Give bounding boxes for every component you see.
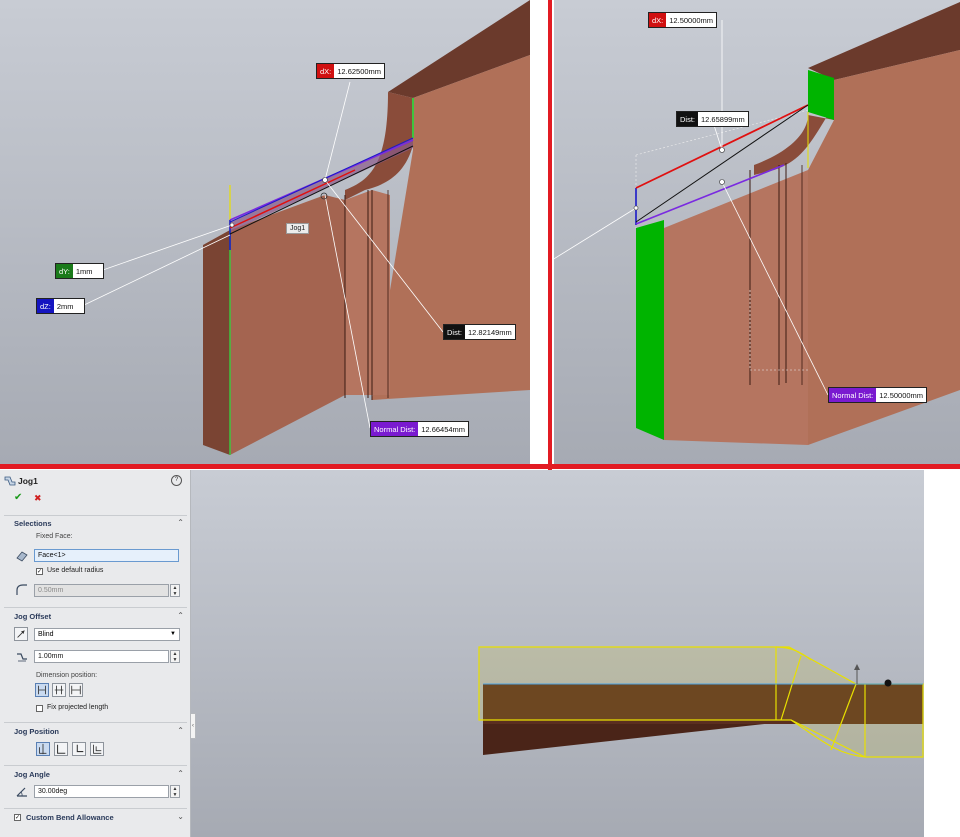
dim-dist-right-tag: Dist: [677,112,698,126]
dim-dy-value: 1mm [75,267,93,276]
offset-distance-spinner[interactable]: ▲▼ [170,650,180,663]
face-select-icon [16,551,28,562]
use-default-radius-checkbox[interactable]: ✓ [36,568,43,575]
part-view-left [0,0,530,465]
feature-tooltip: Jog1 [286,223,310,234]
section-jog-offset[interactable]: Jog Offset [14,612,52,621]
dim-dx-value: 12.62500mm [337,67,382,76]
collapse-jog-position-icon[interactable]: ⌃ [177,726,184,735]
panel-collapse-handle[interactable]: ‹ [190,713,196,739]
bend-centerline-icon [39,743,47,755]
inside-offset-button[interactable] [52,683,66,697]
dim-dz-value: 2mm [56,302,74,311]
dim-dist-tag: Dist: [444,325,465,339]
divider [4,607,187,608]
jog-angle-icon [16,787,27,797]
feature-title: Jog1 [18,476,38,486]
viewport-right-margin [924,470,960,837]
bend-radius-icon [16,584,27,595]
use-default-radius-label: Use default radius [47,567,104,574]
section-jog-angle[interactable]: Jog Angle [14,770,50,779]
dim-dist-right[interactable]: Dist: 12.65899mm [676,111,749,127]
fix-projected-length-checkbox[interactable] [36,705,43,712]
separator-vertical [548,0,552,470]
dim-dx[interactable]: dX: 12.62500mm [316,63,386,79]
jog-angle-spinner[interactable]: ▲▼ [170,785,180,798]
overall-dimension-button[interactable] [69,683,83,697]
direction-arrow-icon [17,630,25,638]
dim-dx-right-tag: dX: [649,13,667,27]
fixed-face-field[interactable]: Face<1> [34,549,179,562]
dim-dx-right-value: 12.50000mm [669,16,714,25]
viewport-bottom[interactable] [191,470,924,837]
jog-angle-field[interactable]: 30.00deg [34,785,169,798]
dim-dz[interactable]: dZ: 2mm [36,298,85,314]
custom-bend-allowance-checkbox[interactable]: ✓ [14,814,21,821]
material-inside-icon [57,744,66,754]
end-condition-value: Blind [38,631,54,638]
dim-normal-value: 12.66454mm [421,425,466,434]
outside-offset-button[interactable] [35,683,49,697]
separator-horizontal [0,464,960,469]
dim-dist-right-value: 12.65899mm [701,115,745,124]
dim-dz-tag: dZ: [37,299,54,313]
divider [4,722,187,723]
reverse-direction-button[interactable] [14,627,28,641]
divider [4,765,187,766]
dim-dist[interactable]: Dist: 12.82149mm [443,324,516,340]
section-jog-position[interactable]: Jog Position [14,727,59,736]
dim-normal-right-tag: Normal Dist: [829,388,877,402]
offset-distance-icon [17,653,27,662]
fixed-face-label: Fixed Face: [36,533,73,540]
part-view-bottom [191,470,924,837]
dimension-position-label: Dimension position: [36,672,98,679]
help-button[interactable]: ? [171,475,182,486]
collapse-jog-offset-icon[interactable]: ⌃ [177,611,184,620]
dim-dx-tag: dX: [317,64,335,78]
divider [4,515,187,516]
offset-distance-field[interactable]: 1.00mm [34,650,169,663]
section-custom-bend-allowance[interactable]: Custom Bend Allowance [26,813,114,822]
material-inside-button[interactable] [54,742,68,756]
jog-feature-icon [4,476,16,486]
material-outside-icon [76,744,84,753]
dim-normal-dist[interactable]: Normal Dist: 12.66454mm [370,421,470,437]
bend-radius-field[interactable]: 0.50mm [34,584,169,597]
expand-custom-bend-icon[interactable]: ⌄ [177,812,184,821]
dim-dy[interactable]: dY: 1mm [55,263,104,279]
ok-button[interactable]: ✔ [14,492,23,503]
overall-dimension-icon [71,685,81,695]
collapse-selections-icon[interactable]: ⌃ [177,518,184,527]
dim-normal-right-value: 12.50000mm [879,391,924,400]
material-outside-button[interactable] [72,742,86,756]
dropdown-arrow-icon: ▼ [170,631,176,637]
bend-outside-icon [93,744,102,754]
bend-outside-button[interactable] [90,742,104,756]
property-manager: Jog1 ? ✔ ✖ Selections ⌃ Fixed Face: Face… [0,470,191,837]
dim-normal-tag: Normal Dist: [371,422,419,436]
fix-projected-length-label: Fix projected length [47,704,109,711]
viewport-top-left[interactable]: dX: 12.62500mm dY: 1mm dZ: 2mm Dist: 12.… [0,0,530,465]
cancel-button[interactable]: ✖ [34,493,42,503]
end-condition-dropdown[interactable]: Blind ▼ [34,628,180,641]
collapse-jog-angle-icon[interactable]: ⌃ [177,769,184,778]
outside-offset-icon [38,685,46,695]
dim-dx-right[interactable]: dX: 12.50000mm [648,12,718,28]
divider [4,808,187,809]
viewport-top-right[interactable]: dX: 12.50000mm Dist: 12.65899mm Normal D… [554,0,960,468]
inside-offset-icon [54,685,64,695]
bend-radius-spinner[interactable]: ▲▼ [170,584,180,597]
dim-normal-dist-right[interactable]: Normal Dist: 12.50000mm [828,387,928,403]
dim-dy-tag: dY: [56,264,73,278]
dim-dist-value: 12.82149mm [468,328,512,337]
bend-centerline-button[interactable] [36,742,50,756]
section-selections[interactable]: Selections [14,519,52,528]
